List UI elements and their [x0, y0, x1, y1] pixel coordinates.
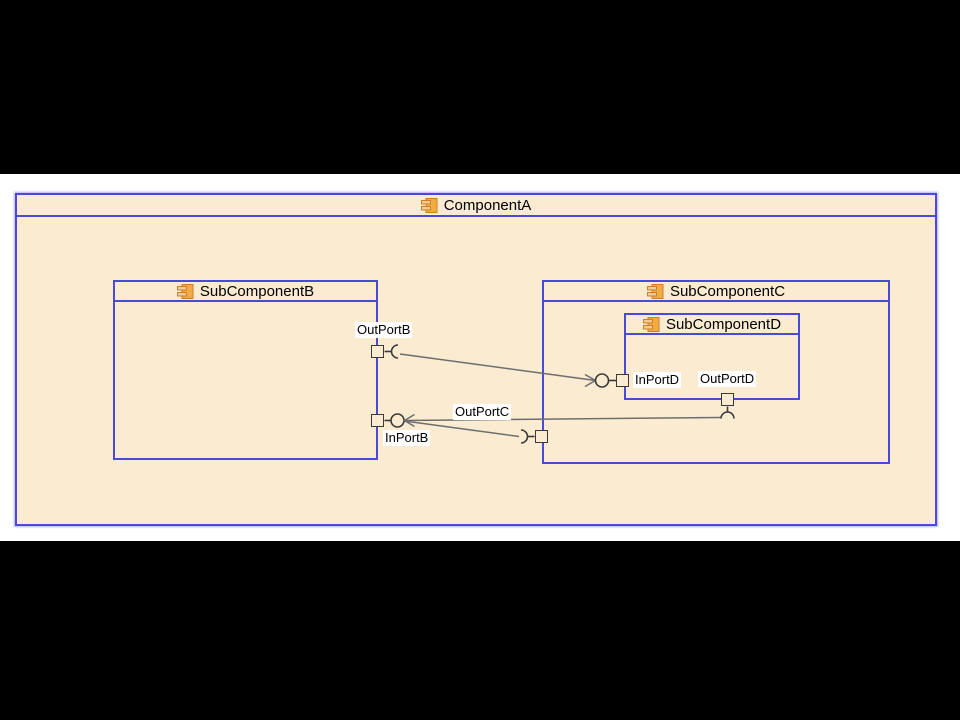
subcomponent-c-titlebar: SubComponentC: [544, 282, 888, 302]
port-label-inportd: InPortD: [633, 372, 682, 388]
subcomponent-c-title: SubComponentC: [669, 282, 786, 300]
port-label-inportb: InPortB: [383, 430, 431, 446]
component-icon: [646, 283, 664, 299]
port-inportd[interactable]: [616, 374, 629, 387]
subcomponent-d-titlebar: SubComponentD: [626, 315, 798, 335]
subcomponent-b-box[interactable]: SubComponentB: [113, 280, 378, 460]
port-label-outportd: OutPortD: [698, 371, 757, 387]
subcomponent-b-titlebar: SubComponentB: [115, 282, 376, 302]
port-label-outportc: OutPortC: [453, 404, 512, 420]
port-outportb[interactable]: [371, 345, 384, 358]
port-inportb[interactable]: [371, 414, 384, 427]
component-icon: [642, 316, 660, 332]
subcomponent-b-title: SubComponentB: [199, 282, 315, 300]
component-icon: [420, 197, 438, 213]
port-outportc[interactable]: [535, 430, 548, 443]
port-outportd[interactable]: [721, 393, 734, 406]
subcomponent-d-title: SubComponentD: [665, 315, 782, 333]
component-a-titlebar: ComponentA: [17, 195, 935, 217]
component-a-title: ComponentA: [443, 196, 532, 214]
port-label-outportb: OutPortB: [355, 322, 413, 338]
component-icon: [176, 283, 194, 299]
